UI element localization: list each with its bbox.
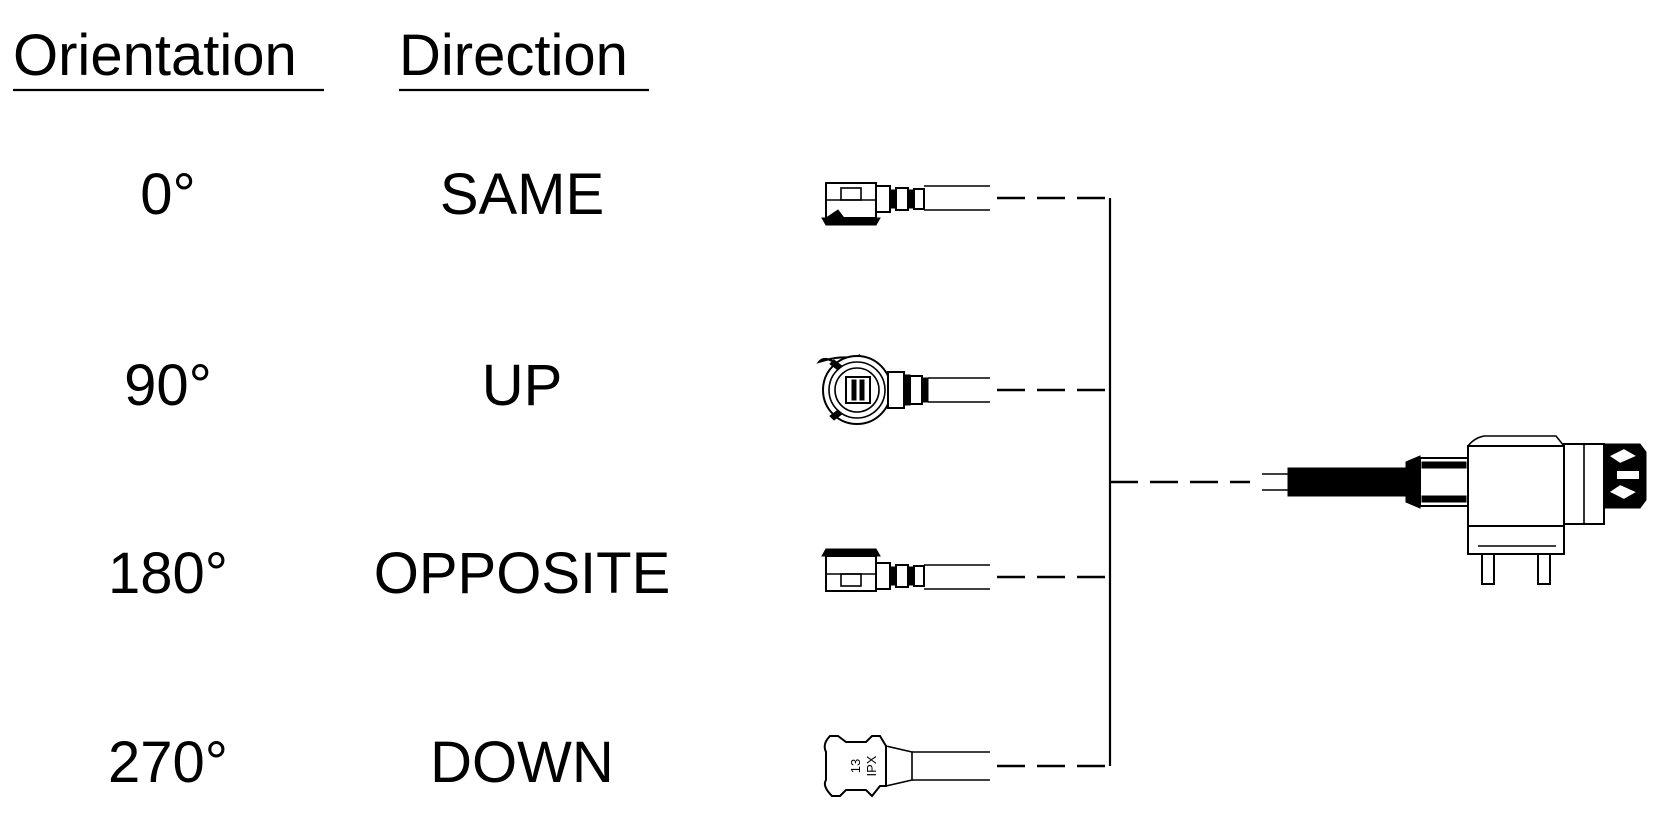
main-connector-drawing [1262, 435, 1647, 585]
header-orientation: Orientation [13, 23, 297, 88]
connector-down-drawing: 13 IPX [823, 735, 990, 798]
connector-opposite-drawing [821, 548, 990, 592]
connector-same-drawing [821, 182, 990, 226]
row-2-orientation: 180° [108, 541, 228, 606]
row-1-direction: UP [482, 353, 563, 418]
connector-marking-number: 13 [848, 759, 863, 773]
dashed-leader-lines [997, 196, 1250, 768]
row-1-orientation: 90° [124, 353, 212, 418]
row-2-direction: OPPOSITE [374, 541, 671, 606]
row-0-orientation: 0° [140, 162, 195, 227]
row-0-direction: SAME [440, 162, 604, 227]
connector-up-drawing [816, 354, 990, 425]
connector-marking-brand: IPX [864, 755, 879, 776]
row-3-direction: DOWN [430, 730, 614, 795]
header-direction: Direction [399, 23, 628, 88]
row-3-orientation: 270° [108, 730, 228, 795]
